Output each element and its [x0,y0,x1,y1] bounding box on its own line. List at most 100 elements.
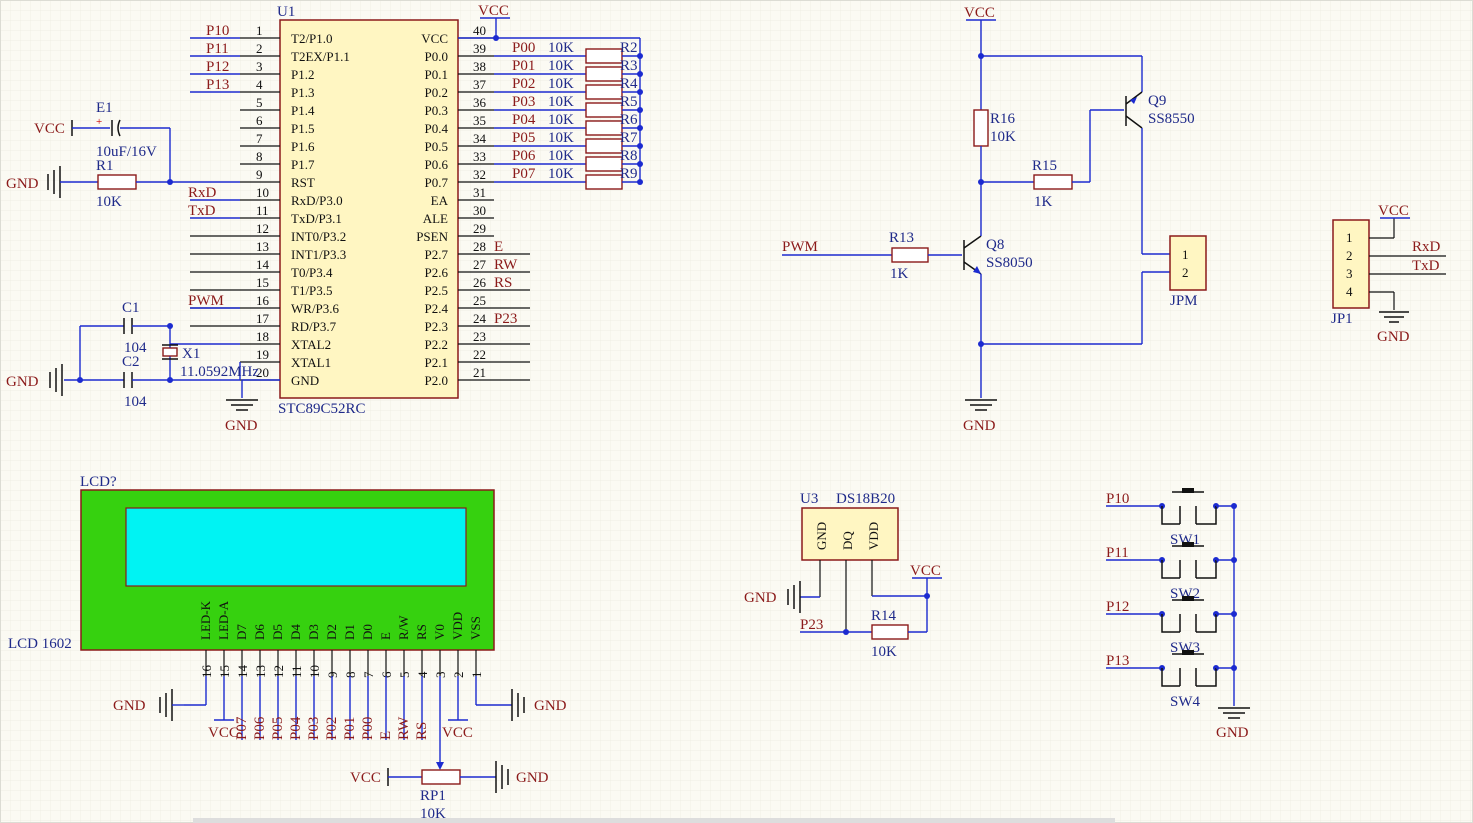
lcd-pin-name: D6 [252,624,267,640]
lcd-pin-name: RS [414,624,429,640]
r16-ref: R16 [990,111,1016,127]
mcu-pin-number: 21 [473,365,486,380]
lcd-gnd-left-label: GND [113,698,146,714]
crystal-circuit[interactable]: C1 104 C2 104 X1 11.0592MHz GND [6,300,259,410]
lcd-pin-number: 1 [469,672,484,679]
mcu-pin-number: 23 [473,329,486,344]
lcd-pin-name: R/W [396,615,411,640]
r15-ref: R15 [1032,158,1057,174]
pullup-value: 10K [548,148,574,164]
pullup-net-label: P07 [512,166,536,182]
mcu-pin-number: 16 [256,293,270,308]
mcu-pin-number: 31 [473,185,486,200]
pullup-resistor-body [585,156,623,172]
lcd-module[interactable]: LCD? LCD 1602 LED-K16LED-A15D714P07D613P… [8,474,567,822]
lcd-pin-name: D5 [270,624,285,640]
r13-body [891,247,929,263]
mcu-pin-name: RST [291,175,315,190]
pullup-ref: R7 [620,130,638,146]
mcu-net-label: P13 [206,77,229,93]
lcd-pin-number: 13 [253,665,268,678]
mcu-pin-name: T1/P3.5 [291,283,333,298]
mcu-pin-number: 19 [256,347,269,362]
q8-ref: Q8 [986,237,1004,253]
mcu-pin-name: P2.4 [425,301,449,316]
rp1-gnd-label: GND [516,770,549,786]
e1-value: 10uF/16V [96,144,157,160]
crystal-gnd-label: GND [6,374,39,390]
lcd-net-label: P00 [360,717,376,740]
mcu-pin-number: 39 [473,41,486,56]
mcu-pin-name: ALE [423,211,448,226]
mcu-net-label: TxD [188,203,216,219]
r15-body [1033,174,1073,190]
mcu-pin-name: T2EX/P1.1 [291,49,350,64]
mcu-pin-number: 32 [473,167,486,182]
r13-value: 1K [890,266,909,282]
lcd-net-label: P05 [270,717,286,740]
ds18b20-sensor[interactable]: U3 DS18B20 GND DQ VDD GND P23 VCC R14 10… [744,491,942,660]
jp1-gnd-label: GND [1377,329,1410,345]
mcu-pin-number: 22 [473,347,486,362]
jp1-connector[interactable]: 1 2 3 4 JP1 VCC RxD TxD GND [1331,203,1446,345]
mcu-pin-name: INT1/P3.3 [291,247,346,262]
lcd-net-label: P07 [234,716,250,740]
mcu-pin-name: P0.1 [425,67,448,82]
mcu-pin-number: 28 [473,239,486,254]
mcu-pin-number: 36 [473,95,487,110]
mcu-pin-number: 8 [256,149,263,164]
mcu-pin-number: 33 [473,149,486,164]
lcd-pin-name: D7 [234,624,249,640]
mcu-pin-name: GND [291,373,319,388]
mcu-pin-number: 14 [256,257,270,272]
mcu-pin-number: 20 [256,365,269,380]
pullup-value: 10K [548,94,574,110]
ds18b20-p23-label: P23 [800,617,823,633]
ds18b20-pin-vdd: VDD [866,522,881,550]
mcu-pin-name: P0.4 [425,121,449,136]
jpm-ref: JPM [1170,293,1198,309]
r14-body [871,624,909,640]
lcd-net-label: RS [414,722,430,740]
mcu-pin-name: P2.1 [425,355,448,370]
r15-value: 1K [1034,194,1053,210]
switch-net-label: P11 [1106,545,1129,561]
lcd-pin-name: D2 [324,624,339,640]
q9-arrow [1130,97,1137,104]
jp1-txd-label: TxD [1412,258,1440,274]
reset-circuit[interactable]: VCC + E1 10uF/16V GND R1 10K [6,100,240,210]
mcu-pin-name: P2.7 [425,247,449,262]
mcu-pin-name: VCC [421,31,448,46]
pullup-ref: R5 [620,94,638,110]
pullup-resistor-body [585,102,623,118]
mcu-pin-number: 24 [473,311,487,326]
ds18b20-pin-dq: DQ [840,531,855,550]
r13-ref: R13 [889,230,914,246]
switch-contact [1161,560,1217,579]
mcu-u1[interactable]: U1 STC89C52RC 1T2/P1.0P102T2EX/P1.1P113P… [188,3,530,434]
pullup-ref: R4 [620,76,638,92]
jp1-pin-1: 1 [1346,230,1353,245]
mcu-pin-name: P1.6 [291,139,315,154]
mcu-pin-name: XTAL1 [291,355,331,370]
lcd-pin-number: 16 [199,665,214,679]
r1-ref: R1 [96,158,114,174]
lcd-pin-name: D0 [360,624,375,640]
mcu-pin-number: 3 [256,59,263,74]
ds18b20-vcc-label: VCC [910,563,941,579]
pullup-resistor-body [585,48,623,64]
pullup-net-label: P06 [512,148,536,164]
ds18b20-pin-gnd: GND [814,522,829,550]
horizontal-scrollbar[interactable] [193,818,1115,823]
driver-circuit[interactable]: VCC R16 10K R15 1K Q9 SS8550 PWM R13 1K [782,5,1207,434]
mcu-pin-number: 25 [473,293,486,308]
pullup-value: 10K [548,112,574,128]
c1-value: 104 [124,340,147,356]
ds18b20-part: DS18B20 [836,491,895,507]
reset-gnd-label: GND [6,176,39,192]
rp1-ref: RP1 [420,788,446,804]
c2-value: 104 [124,394,147,410]
